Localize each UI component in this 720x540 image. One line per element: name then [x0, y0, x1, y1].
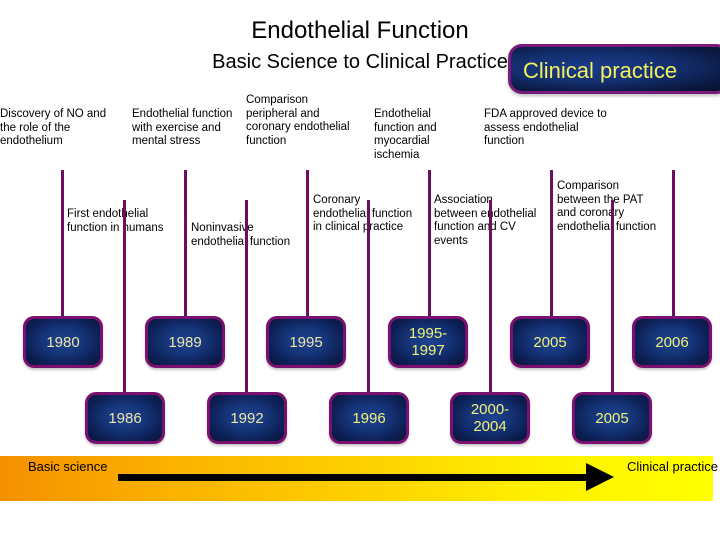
year-box-2005-top[interactable]: 2005: [510, 316, 590, 368]
note-mid-2: Noninvasive endothelial function: [191, 222, 291, 248]
connector-line-top-3: [306, 170, 309, 318]
progress-arrow-shaft: [118, 474, 590, 481]
year-box-label: 1980: [46, 333, 80, 351]
note-top-4: Endothelial function and myocardial isch…: [374, 108, 437, 161]
slide-title: Endothelial Function: [251, 17, 469, 44]
year-box-label: 2005: [595, 409, 629, 427]
gradient-bar-left-label: Basic science: [28, 459, 108, 474]
connector-line-top-2: [184, 170, 187, 318]
year-box-label: 1995-1997: [408, 325, 448, 359]
year-box-1980[interactable]: 1980: [23, 316, 103, 368]
progress-arrow-head-icon: [586, 463, 614, 491]
year-box-label: 2006: [655, 333, 689, 351]
note-top-5: FDA approved device to assess endothelia…: [484, 108, 607, 147]
gradient-bar-right-label: Clinical practice: [627, 459, 719, 474]
clinical-practice-banner: Clinical practice: [508, 44, 720, 94]
year-box-label: 1992: [230, 409, 264, 427]
connector-line-top-5: [550, 170, 553, 318]
year-box-label: 2005: [533, 333, 567, 351]
connector-line-bottom-1: [123, 200, 126, 394]
note-top-2: Endothelial function with exercise and m…: [132, 108, 233, 147]
connector-line-bottom-5: [611, 200, 614, 394]
note-mid-5: Comparison between the PAT and coronary …: [557, 180, 657, 233]
year-box-1995[interactable]: 1995: [266, 316, 346, 368]
year-box-label: 1989: [168, 333, 202, 351]
year-box-2000-2004[interactable]: 2000-2004: [450, 392, 530, 444]
connector-line-bottom-4: [489, 200, 492, 394]
year-box-2005-bottom[interactable]: 2005: [572, 392, 652, 444]
year-box-1996[interactable]: 1996: [329, 392, 409, 444]
note-mid-3: Coronary endothelial function in clinica…: [313, 194, 413, 233]
slide-subtitle: Basic Science to Clinical Practice: [212, 51, 508, 73]
clinical-practice-banner-label: Clinical practice: [523, 58, 678, 83]
year-box-label: 1995: [289, 333, 323, 351]
connector-line-bottom-3: [367, 200, 370, 394]
year-box-2006[interactable]: 2006: [632, 316, 712, 368]
note-top-3: Comparison peripheral and coronary endot…: [246, 94, 350, 147]
note-top-1: Discovery of NO and the role of the endo…: [0, 108, 107, 147]
year-box-1986[interactable]: 1986: [85, 392, 165, 444]
connector-line-bottom-2: [245, 200, 248, 394]
year-box-1995-1997[interactable]: 1995-1997: [388, 316, 468, 368]
note-mid-1: First endothelial function in humans: [67, 208, 164, 234]
year-box-1992[interactable]: 1992: [207, 392, 287, 444]
year-box-label: 1986: [108, 409, 142, 427]
connector-line-top-1: [61, 170, 64, 318]
year-box-label: 1996: [352, 409, 386, 427]
year-box-label: 2000-2004: [470, 401, 510, 435]
note-mid-4: Association between endothelial function…: [434, 194, 537, 247]
year-box-1989[interactable]: 1989: [145, 316, 225, 368]
connector-line-top-4: [428, 170, 431, 318]
connector-line-top-6: [672, 170, 675, 318]
